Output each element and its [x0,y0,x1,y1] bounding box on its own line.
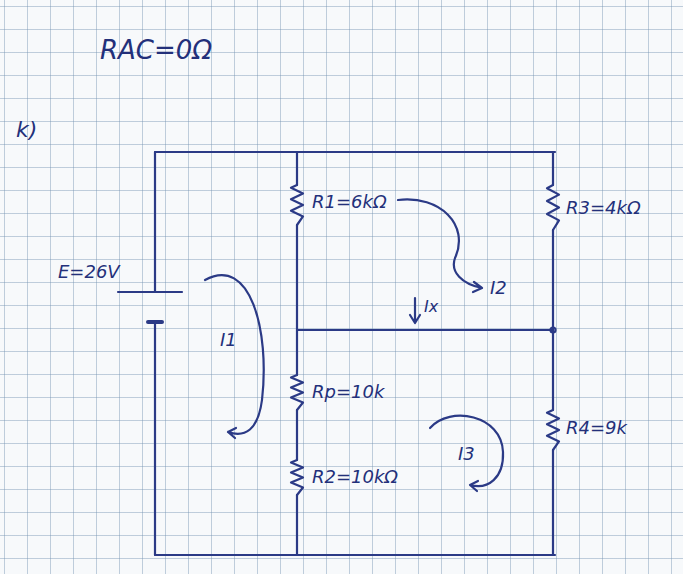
wire [155,151,555,153]
mesh-current-loop [205,275,264,438]
resistor-symbol [291,375,303,410]
wire [297,329,553,331]
mesh-current-loop [398,199,482,292]
source-label: E=26V [58,262,120,282]
battery-plate [118,291,182,293]
resistor-label: Rp=10k [312,382,384,402]
resistor-symbol [291,185,303,225]
battery-plate [148,320,162,324]
note-text: RAC=0Ω [100,36,212,65]
resistor-label: R1=6kΩ [312,192,387,212]
wire [552,152,554,555]
resistor-symbol [547,185,559,230]
current-label: I3 [458,444,475,464]
current-label: Ix [424,298,438,316]
current-label: I1 [220,330,237,350]
item-number: k) [16,118,37,142]
wire [155,554,555,556]
resistor-label: R4=9k [566,418,627,438]
current-arrow [410,298,420,323]
current-label: I2 [490,278,507,298]
mesh-current-loop [430,416,503,491]
resistor-symbol [547,410,559,450]
resistor-symbol [291,460,303,495]
resistor-label: R2=10kΩ [312,467,398,487]
wire [154,152,156,555]
resistor-label: R3=4kΩ [566,198,641,218]
